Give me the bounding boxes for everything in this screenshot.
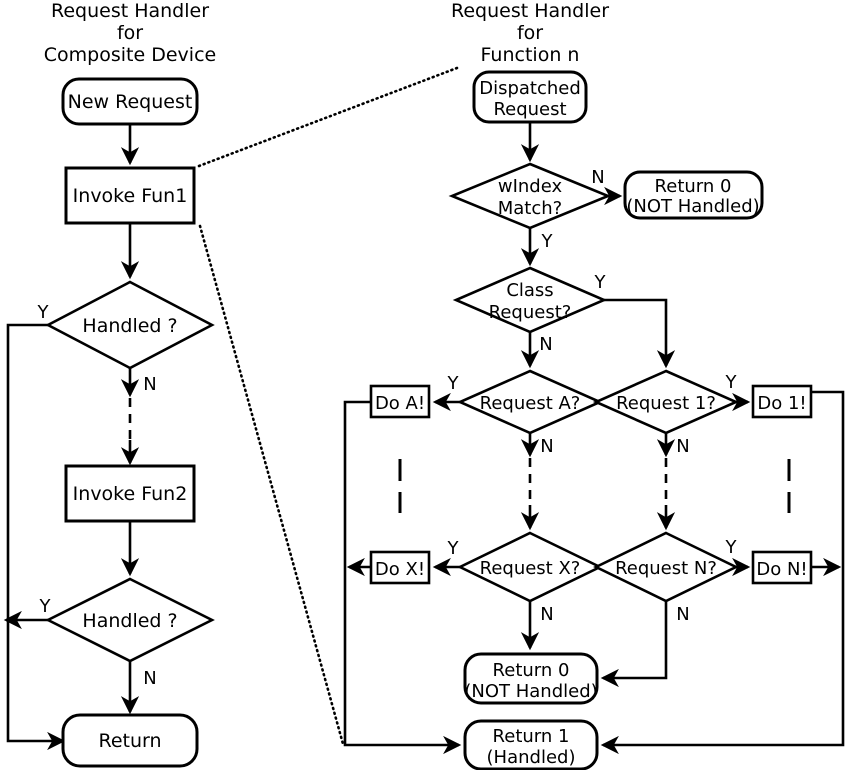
node-return1-line2: (Handled) (487, 747, 576, 768)
node-handled2-label: Handled ? (82, 610, 177, 632)
branch-label-handled1-no: N (143, 374, 156, 395)
node-do-n-shape (751, 550, 813, 585)
left-panel-title: Request Handler for Composite Device (44, 0, 216, 66)
right-title-line3: Function n (481, 44, 580, 66)
node-class-request[interactable]: Class Request? (452, 266, 608, 334)
node-invoke-fun1-shape (64, 166, 196, 225)
node-do-1-shape (751, 384, 813, 419)
node-return0-top-line1: Return 0 (655, 176, 732, 197)
node-do-a[interactable]: Do A! (369, 384, 431, 419)
branch-label-windex-yes: Y (541, 231, 554, 252)
node-request-a-label: Request A? (480, 393, 581, 414)
node-handled1[interactable]: Handled ? (45, 280, 215, 370)
node-class-request-line2: Request? (489, 302, 572, 323)
branch-label-request-a-yes: Y (447, 373, 460, 394)
node-request-n-label: Request N? (615, 558, 717, 579)
right-panel-title: Request Handler for Function n (451, 0, 609, 66)
node-return0-bottom-line1: Return 0 (493, 660, 570, 681)
branch-label-class-no: N (539, 334, 552, 355)
node-return1-line1: Return 1 (493, 726, 570, 747)
right-title-line2: for (517, 22, 543, 44)
node-do-x[interactable]: Do X! (369, 550, 431, 585)
node-class-request-line1: Class (506, 280, 553, 301)
node-handled2[interactable]: Handled ? (45, 577, 215, 663)
branch-label-request-x-yes: Y (447, 538, 460, 559)
edge-class-yes-to-request-1 (604, 298, 676, 369)
node-handled1-label: Handled ? (82, 315, 177, 337)
branch-label-request-1-yes: Y (725, 372, 738, 393)
node-windex-match-line1: wIndex (498, 176, 563, 197)
node-request-n[interactable]: Request N? (593, 531, 739, 603)
branch-label-request-1-no: N (676, 436, 689, 457)
node-do-a-shape (369, 384, 431, 419)
node-return0-top[interactable]: Return 0 (NOT Handled) (623, 170, 764, 220)
node-return-shape (61, 713, 199, 768)
node-invoke-fun1-label: Invoke Fun1 (73, 185, 188, 207)
node-return1-shape (463, 719, 599, 770)
node-dispatched-request-line1: Dispatched (479, 78, 581, 99)
left-title-line3: Composite Device (44, 44, 216, 66)
branch-label-handled2-no: N (143, 668, 156, 689)
node-do-n[interactable]: Do N! (751, 550, 813, 585)
branch-label-handled2-yes: Y (39, 596, 52, 617)
node-return-label: Return (98, 730, 161, 752)
node-return[interactable]: Return (61, 713, 199, 768)
node-new-request[interactable]: New Request (61, 77, 199, 126)
node-windex-match-line2: Match? (498, 198, 562, 219)
branch-label-class-yes: Y (594, 272, 607, 293)
node-invoke-fun2-shape (64, 464, 196, 523)
node-new-request-label: New Request (68, 91, 193, 113)
node-do-n-label: Do N! (756, 559, 807, 580)
node-do-a-label: Do A! (375, 393, 425, 414)
node-return1[interactable]: Return 1 (Handled) (463, 719, 599, 770)
node-return0-bottom-line2: (NOT Handled) (464, 681, 597, 702)
node-request-1[interactable]: Request 1? (592, 369, 740, 435)
connector-dotted-bottom (198, 224, 345, 746)
edge-handled1-yes-to-return (6, 323, 66, 751)
node-request-x[interactable]: Request X? (457, 531, 603, 603)
edge-request-n-no-to-return0 (600, 601, 668, 688)
node-request-x-label: Request X? (480, 558, 581, 579)
node-return0-top-line2: (NOT Handled) (626, 196, 759, 217)
left-title-line2: for (117, 22, 143, 44)
edge-do-a-to-return1 (343, 400, 462, 755)
node-return0-top-shape (623, 170, 764, 220)
node-do-x-label: Do X! (375, 559, 425, 580)
branch-label-request-n-no: N (676, 604, 689, 625)
branch-label-request-n-yes: Y (725, 537, 738, 558)
node-dispatched-request-line2: Request (493, 99, 566, 120)
node-invoke-fun1[interactable]: Invoke Fun1 (64, 166, 196, 225)
branch-label-handled1-yes: Y (37, 302, 50, 323)
node-windex-match[interactable]: wIndex Match? (448, 162, 612, 230)
node-invoke-fun2-label: Invoke Fun2 (73, 483, 188, 505)
branch-label-request-a-no: N (540, 436, 553, 457)
left-title-line1: Request Handler (51, 0, 209, 22)
node-dispatched-request[interactable]: Dispatched Request (472, 70, 588, 124)
node-request-a[interactable]: Request A? (456, 369, 604, 435)
node-do-1-label: Do 1! (757, 393, 806, 414)
branch-label-windex-no: N (591, 167, 604, 188)
branch-label-request-x-no: N (540, 604, 553, 625)
node-invoke-fun2[interactable]: Invoke Fun2 (64, 464, 196, 523)
node-do-1[interactable]: Do 1! (751, 384, 813, 419)
node-request-1-label: Request 1? (616, 393, 716, 414)
node-return0-bottom-shape (463, 652, 599, 705)
node-return0-bottom[interactable]: Return 0 (NOT Handled) (463, 652, 599, 705)
right-title-line1: Request Handler (451, 0, 609, 22)
edge-do-1-to-return1 (600, 390, 845, 755)
connector-dotted-top (197, 66, 459, 168)
